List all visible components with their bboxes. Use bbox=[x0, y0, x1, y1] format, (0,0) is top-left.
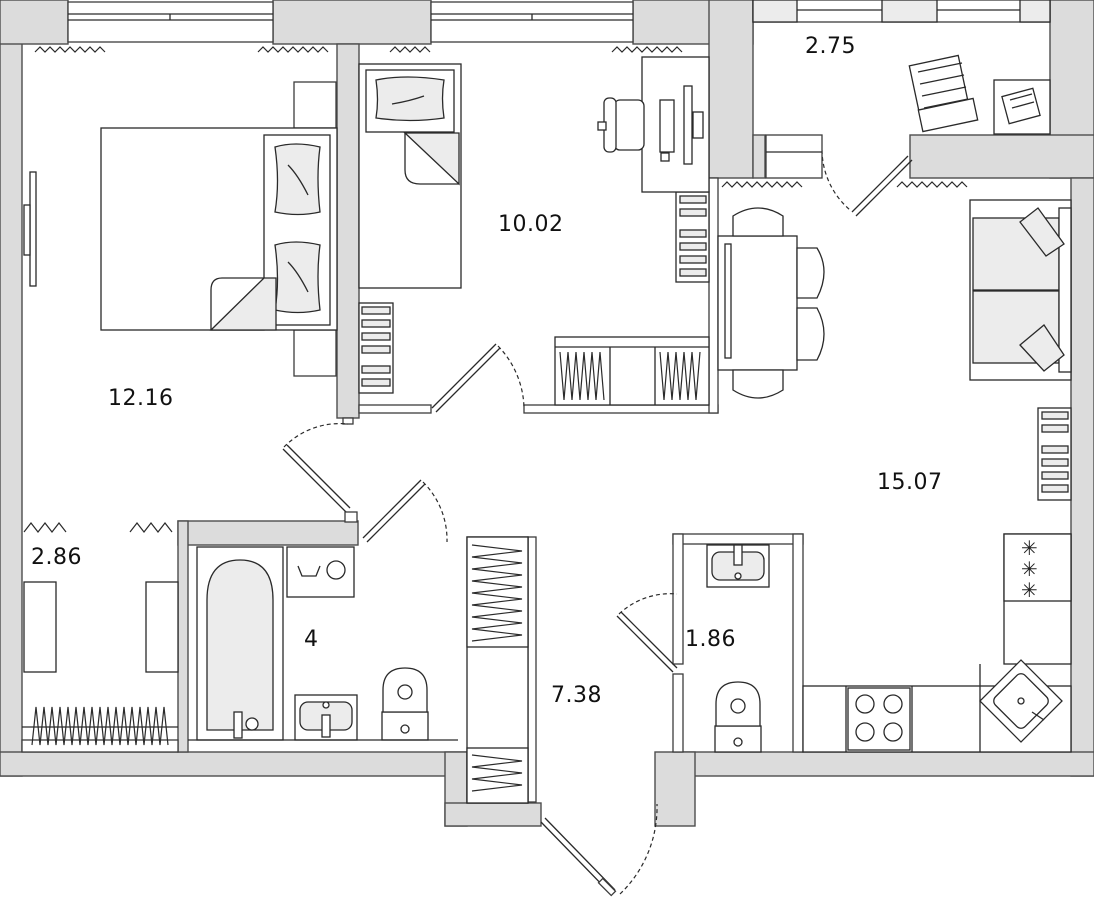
bed-icon bbox=[100, 81, 338, 377]
room-area-toilet: 1.86 bbox=[685, 627, 736, 652]
balcony-table-icon bbox=[993, 79, 1051, 135]
desk-icon bbox=[641, 56, 710, 193]
dining-table-icon bbox=[717, 207, 825, 399]
door-icon bbox=[282, 134, 913, 897]
washbasin-icon bbox=[294, 694, 358, 741]
sofa-icon bbox=[969, 199, 1072, 381]
room-area-study: 10.02 bbox=[498, 212, 563, 237]
toilet-icon-wc bbox=[714, 681, 762, 753]
room-area-hallway: 7.38 bbox=[551, 683, 602, 708]
kitchen-sink-icon bbox=[979, 659, 1063, 743]
balcony-chair-icon bbox=[908, 54, 979, 133]
shelf-icon-living bbox=[1037, 407, 1072, 501]
toilet-icon bbox=[381, 667, 429, 741]
wardrobe-rail-icon bbox=[22, 581, 179, 746]
window-icon bbox=[67, 0, 1051, 43]
room-area-bedroom: 12.16 bbox=[108, 386, 173, 411]
washbasin-icon-wc bbox=[706, 544, 770, 588]
room-area-bathroom: 4 bbox=[304, 627, 319, 652]
bathtub-icon bbox=[196, 546, 284, 741]
range-hood-icon: ✳ ✳ ✳ bbox=[1021, 536, 1038, 602]
wardrobe-icon bbox=[554, 336, 710, 406]
room-labels: 12.16 10.02 2.75 15.07 2.86 4 7.38 1.86 bbox=[31, 34, 942, 708]
walls bbox=[0, 0, 1094, 827]
room-area-living-kitchen: 15.07 bbox=[877, 470, 942, 495]
hall-wardrobe-icon bbox=[466, 536, 529, 804]
svg-text:✳: ✳ bbox=[1021, 578, 1038, 602]
chair-icon bbox=[597, 97, 645, 153]
radiator-icon bbox=[23, 46, 968, 533]
bed-icon-small bbox=[358, 63, 462, 289]
svg-text:✳: ✳ bbox=[1021, 536, 1038, 560]
tv-icon bbox=[23, 171, 37, 287]
room-area-wardrobe: 2.86 bbox=[31, 545, 82, 570]
room-area-balcony: 2.75 bbox=[805, 34, 856, 59]
stove-icon bbox=[847, 687, 911, 751]
svg-text:✳: ✳ bbox=[1021, 557, 1038, 581]
shelf-icon bbox=[358, 191, 710, 394]
washing-machine-icon bbox=[286, 546, 355, 598]
